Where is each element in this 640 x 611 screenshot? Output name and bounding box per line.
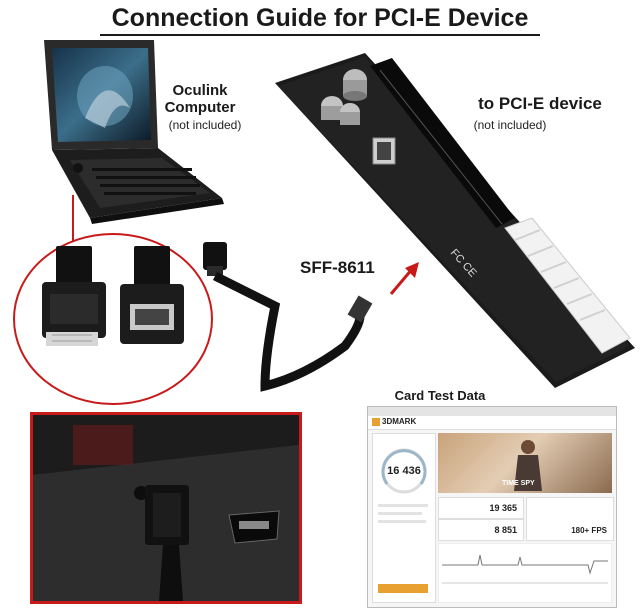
laptop-image <box>44 40 224 224</box>
app-name: 3DMARK <box>382 417 417 426</box>
cable-closeup-callout <box>13 233 213 405</box>
device-label: to PCI-E device <box>478 94 602 113</box>
monitoring-graph <box>438 543 612 603</box>
fps-box: 180+ FPS <box>526 497 614 541</box>
sff-cable-image <box>203 242 373 392</box>
card-test-heading: Card Test Data <box>394 388 486 403</box>
arrow-icon <box>389 262 419 295</box>
benchmark-screenshot: 3DMARK 16 436 TIME SPY 19 365 8 851 180+… <box>367 406 617 608</box>
benchmark-navbar: 3DMARK <box>368 416 616 430</box>
score-gauge-icon <box>381 448 427 494</box>
app-logo-icon <box>372 418 380 426</box>
port-closeup-image <box>33 415 299 601</box>
cpu-score-box: 8 851 <box>438 519 524 541</box>
graphics-score-box: 19 365 <box>438 497 524 519</box>
overall-score: 16 436 <box>387 465 421 477</box>
cpu-score: 8 851 <box>494 525 517 535</box>
cable-label: SFF-8611 <box>300 258 375 277</box>
computer-label-line1: Oculink <box>172 82 228 99</box>
pcie-adapter-board-image: FC CE <box>275 53 635 388</box>
fps-value: 180+ FPS <box>571 526 607 535</box>
benchmark-name: TIME SPY <box>502 480 535 487</box>
graphics-score: 19 365 <box>489 503 517 513</box>
computer-label-line2: Computer <box>164 99 236 116</box>
device-note: (not included) <box>473 118 547 132</box>
character-figure-icon <box>514 440 542 491</box>
title-underline <box>100 34 540 36</box>
computer-note: (not included) <box>168 118 242 132</box>
page-title: Connection Guide for PCI-E Device <box>111 4 529 32</box>
port-closeup-photo <box>30 412 302 604</box>
red-connector-line <box>72 195 74 245</box>
save-result-button[interactable] <box>378 584 428 593</box>
score-panel: 16 436 <box>372 433 436 603</box>
benchmark-titlebar <box>368 407 616 416</box>
benchmark-hero-image: TIME SPY <box>438 433 612 493</box>
